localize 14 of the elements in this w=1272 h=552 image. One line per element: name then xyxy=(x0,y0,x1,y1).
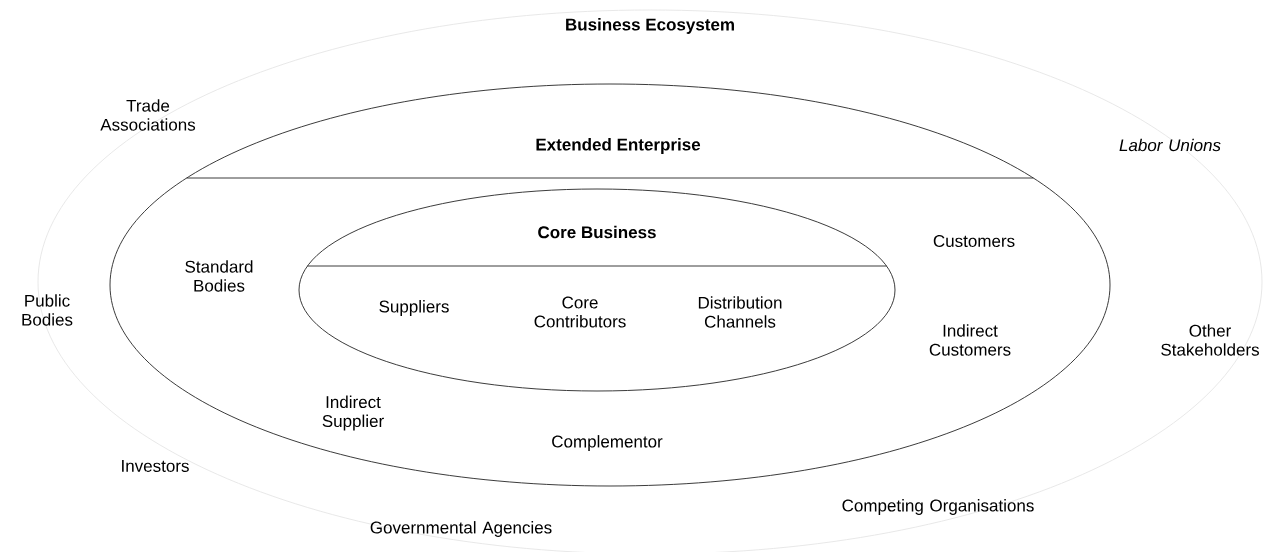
text-label: Suppliers xyxy=(379,300,449,316)
text-label: Standard Bodies xyxy=(185,260,253,292)
text-label: Core Contributors xyxy=(534,296,626,328)
text-label: Labor Unions xyxy=(1119,138,1221,152)
text-label: Investors xyxy=(122,460,189,472)
text-label: Complementor xyxy=(552,435,663,451)
text-label: Indirect Customers xyxy=(929,324,1011,356)
text-label: Governmental Agencies xyxy=(370,521,552,537)
text-label: Other Stakeholders xyxy=(1161,324,1259,356)
text-label: Trade Associations xyxy=(100,99,196,131)
text-label: Competing Organisations xyxy=(842,499,1034,515)
text-label: Distribution Channels xyxy=(698,296,782,328)
text-label: Customers xyxy=(933,235,1015,248)
text-label: Public Bodies xyxy=(22,294,73,326)
